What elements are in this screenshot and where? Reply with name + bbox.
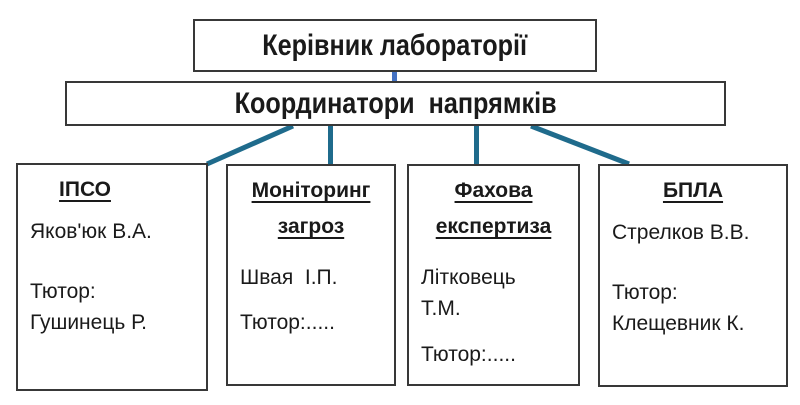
department-title: ІПСО [59,178,111,201]
coordinators-box: Координатори напрямків [65,81,726,126]
department-box-monitoring: Моніторинг загроз Швая І.П. Тютор:..... [226,164,396,386]
coordinators-title: Координатори напрямків [234,86,557,120]
department-tutor-line: Тютор: Гушинець Р. [30,280,147,334]
department-member-line: Швая І.П. [240,266,338,289]
connector-to-ipso [205,123,295,167]
department-member-line: Літковець Т.М. [421,266,516,320]
department-tutor-line: Тютор:..... [421,343,516,366]
department-box-expertise: Фахова експертиза Літковець Т.М. Тютор:.… [407,164,580,386]
lab-head-title: Керівник лабораторії [262,28,528,62]
connector-to-bpla [530,123,630,167]
department-tutor-line: Тютор: Клещевник К. [612,281,745,335]
department-title: Моніторинг загроз [251,179,371,238]
department-title: Фахова експертиза [435,179,552,238]
department-tutor-line: Тютор:..... [240,311,335,334]
department-member-line: Стрелков В.В. [612,221,750,244]
department-member-line: Яков'юк В.А. [30,220,152,243]
lab-head-box: Керівник лабораторії [193,19,597,72]
department-box-bpla: БПЛА Стрелков В.В. Тютор: Клещевник К. [598,164,788,387]
department-title: БПЛА [662,179,724,202]
department-box-ipso: ІПСО Яков'юк В.А. Тютор: Гушинець Р. [16,163,208,391]
